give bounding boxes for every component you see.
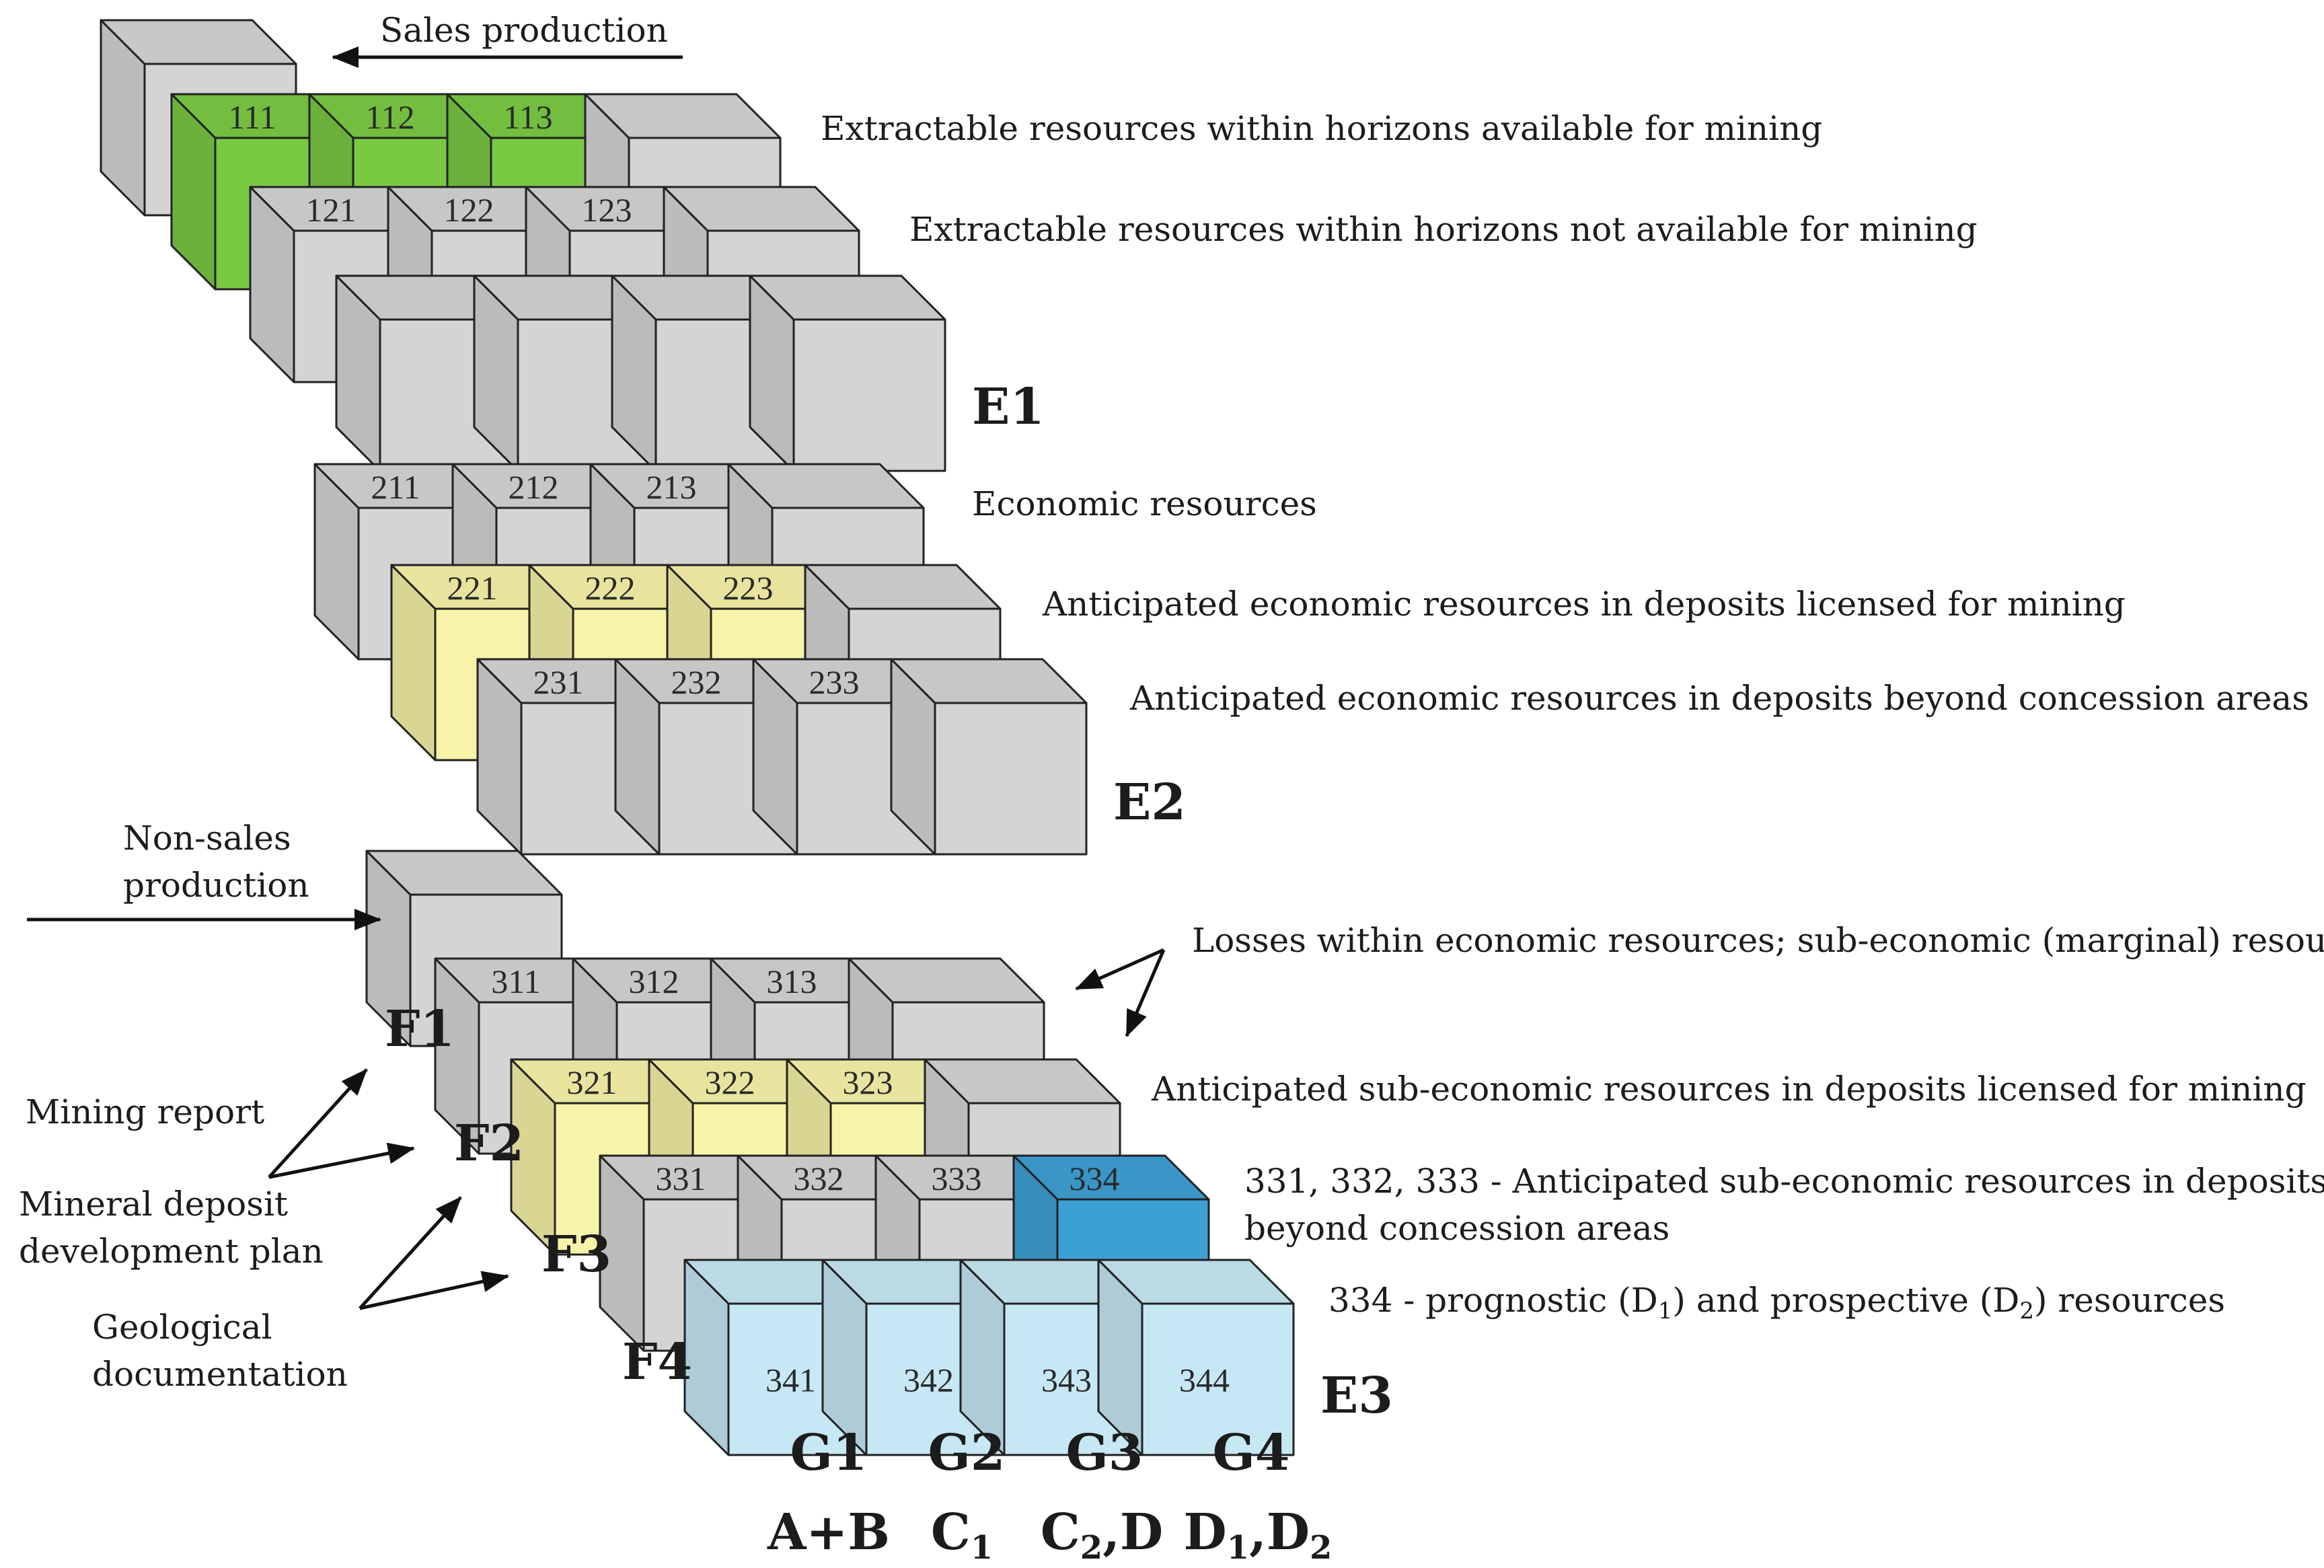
column-g4: G4 (1213, 1424, 1290, 1482)
cube-label: 231 (533, 663, 584, 701)
desc-e3-row3a: 331, 332, 333 - Anticipated sub-economic… (1244, 1162, 2324, 1201)
losses-arrow-1 (1075, 948, 1165, 991)
category-f3: F3 (541, 1226, 611, 1283)
category-f1: F1 (385, 1000, 455, 1058)
label-mining-report: Mining report (26, 1092, 264, 1131)
cube-grid: 111 112 113 121 122 123 211 212 213 221 222 223 231 2… (100, 19, 1295, 1456)
cube-label: 213 (646, 468, 697, 506)
column-g1-sub: A+B (767, 1503, 890, 1561)
cube-front-face (1141, 1302, 1295, 1456)
cube-label: 343 (1041, 1361, 1092, 1399)
cube-label: 323 (843, 1063, 893, 1101)
mining-report-arrow-f2 (268, 1142, 415, 1179)
cube (749, 274, 946, 472)
cube-label: 312 (629, 963, 679, 1000)
label-geological-1: Geological (92, 1308, 272, 1347)
cube-label: 341 (765, 1361, 816, 1399)
cube-label: 221 (447, 569, 498, 607)
desc-e2-row1: Economic resources (972, 484, 1317, 523)
cube (890, 658, 1088, 856)
category-e3: E3 (1320, 1367, 1393, 1425)
cube-front-face (934, 702, 1088, 856)
cube-label: 233 (809, 663, 860, 701)
cube-label: 344 (1179, 1361, 1230, 1399)
cube-label: 334 (1070, 1160, 1120, 1197)
cube-label: 232 (671, 663, 722, 701)
column-g2-sub: C1 (931, 1503, 993, 1567)
desc-losses: Losses within economic resources; sub-ec… (1192, 921, 2324, 960)
label-mineral-deposit-2: development plan (19, 1232, 324, 1271)
cube-label: 332 (794, 1160, 844, 1197)
category-e1: E1 (972, 378, 1045, 436)
desc-e1-row2: Extractable resources within horizons no… (909, 210, 1978, 249)
label-geological-2: documentation (92, 1355, 348, 1394)
cube-label: 121 (306, 191, 357, 229)
non-sales-label-2: production (123, 866, 309, 905)
cube-label: 322 (705, 1063, 755, 1101)
column-g3-sub: C2,D (1041, 1503, 1163, 1567)
geological-arrow-f4 (359, 1271, 509, 1310)
column-g1: G1 (790, 1424, 868, 1482)
cube-label: 211 (371, 468, 420, 506)
desc-e3-row3b: beyond concession areas (1244, 1209, 1670, 1248)
desc-e3-row2: Anticipated sub-economic resources in de… (1151, 1070, 2307, 1109)
mining-report-arrow-f1 (268, 1068, 368, 1179)
cube-label: 331 (656, 1160, 706, 1197)
cube-label: 333 (932, 1160, 982, 1197)
category-f4: F4 (622, 1333, 692, 1391)
column-g4-sub: D1,D2 (1184, 1503, 1333, 1567)
cube-label: 311 (491, 963, 540, 1000)
desc-e2-row3: Anticipated economic resources in deposi… (1129, 679, 2309, 718)
cube-label: 123 (582, 191, 632, 229)
cube-label: 113 (503, 98, 552, 136)
cube-label: 222 (585, 569, 636, 607)
sales-production-label: Sales production (380, 11, 668, 50)
cube-344: 344 (1097, 1259, 1295, 1456)
cube-front-face (792, 318, 946, 472)
cube-231: 231 (476, 658, 674, 856)
cube-label: 111 (228, 98, 276, 136)
desc-e3-row4: 334 - prognostic (D1) and prospective (D… (1328, 1281, 2225, 1324)
non-sales-label-1: Non-sales (123, 819, 291, 858)
column-g2: G2 (928, 1424, 1006, 1482)
geological-arrow-f3 (359, 1196, 462, 1310)
cube-label: 223 (723, 569, 774, 607)
desc-e1-row1: Extractable resources within horizons av… (821, 109, 1822, 148)
category-f2: F2 (454, 1115, 524, 1172)
label-mineral-deposit-1: Mineral deposit (19, 1185, 288, 1224)
cube-label: 212 (509, 468, 559, 506)
arrows (27, 46, 1166, 1310)
category-e2: E2 (1113, 774, 1186, 831)
cube-label: 321 (567, 1063, 617, 1101)
cube-label: 122 (444, 191, 494, 229)
cube-label: 342 (903, 1361, 954, 1399)
desc-e2-row2: Anticipated economic resources in deposi… (1042, 585, 2126, 624)
cube-label: 313 (767, 963, 817, 1000)
column-g3: G3 (1066, 1424, 1144, 1482)
cube-label: 112 (365, 98, 414, 136)
losses-arrow-2 (1125, 949, 1166, 1037)
